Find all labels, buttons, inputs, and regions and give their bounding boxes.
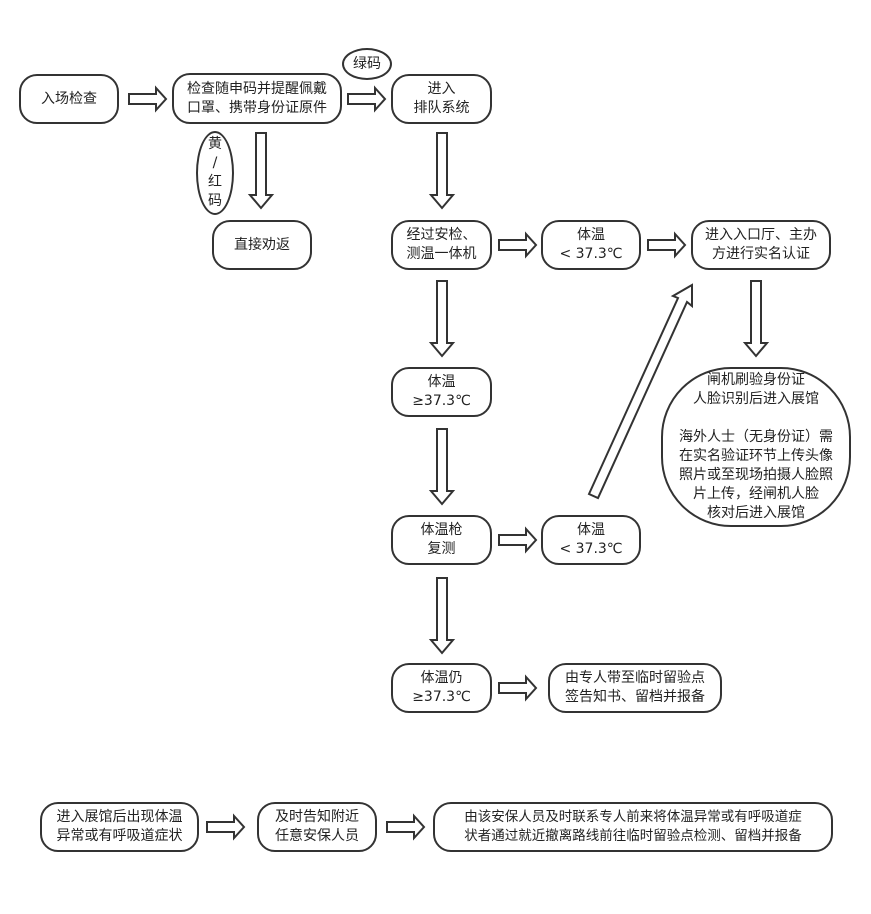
gate-overseas-line-4: 片上传，经闸机人脸 — [693, 486, 819, 502]
arrow-entry-to-check — [128, 85, 168, 113]
arrow-security-to-high — [428, 280, 456, 358]
symptom-line-1: 进入展馆后出现体温 — [56, 809, 183, 825]
enter-hall-line-1: 进入入口厅、主办 — [705, 227, 817, 243]
gate-overseas-line-3: 照片或至现场拍摄人脸照 — [679, 467, 833, 483]
entry-check-node: 入场检查 — [19, 74, 119, 124]
temp-normal-1-line-2: < 37.3℃ — [559, 246, 623, 262]
enter-queue-node: 进入 排队系统 — [391, 74, 492, 124]
escort-line-2: 签告知书、留档并报备 — [565, 689, 705, 705]
notify-line-1: 及时告知附近 — [275, 809, 359, 825]
gate-main-line-2: 人脸识别后进入展馆 — [693, 391, 819, 407]
check-code-line-2: 口罩、携带身份证原件 — [187, 99, 327, 116]
enter-hall-line-2: 方进行实名认证 — [712, 246, 810, 262]
arrow-retest-to-stillhigh — [428, 577, 456, 655]
retest-node: 体温枪 复测 — [391, 515, 492, 565]
temp-still-high-node: 体温仍 ≥37.3℃ — [391, 663, 492, 713]
handle-line-1: 由该安保人员及时联系专人前来将体温异常或有呼吸道症 — [464, 809, 802, 825]
arrow-normal-to-hall-diagonal — [587, 283, 693, 500]
retest-line-2: 复测 — [427, 541, 456, 557]
arrow-security-to-normal — [498, 231, 538, 259]
yellow-red-code-char-2: / — [212, 155, 218, 171]
temp-normal-2-line-2: < 37.3℃ — [559, 541, 623, 557]
temp-still-high-line-1: 体温仍 — [420, 670, 463, 686]
symptom-line-2: 异常或有呼吸道症状 — [56, 828, 183, 844]
handle-node: 由该安保人员及时联系专人前来将体温异常或有呼吸道症 状者通过就近撤离路线前往临时… — [433, 802, 833, 852]
security-temp-line-2: 测温一体机 — [406, 246, 477, 262]
gate-node: 闸机刷验身份证 人脸识别后进入展馆 海外人士（无身份证）需 在实名验证环节上传头… — [661, 367, 851, 527]
gate-overseas-line-1: 海外人士（无身份证）需 — [679, 429, 833, 445]
persuade-return-label: 直接劝返 — [234, 236, 290, 253]
check-code-line-1: 检查随申码并提醒佩戴 — [187, 80, 327, 97]
arrow-symptom-to-notify — [206, 813, 246, 841]
green-code-label-node: 绿码 — [342, 48, 392, 80]
arrow-queue-to-security — [428, 132, 456, 210]
retest-line-1: 体温枪 — [420, 522, 463, 538]
yellow-red-code-label-node: 黄 / 红 码 — [196, 131, 234, 215]
arrow-normal-to-hall — [647, 231, 687, 259]
yellow-red-code-char-1: 黄 — [208, 136, 222, 152]
temp-normal-1-node: 体温 < 37.3℃ — [541, 220, 641, 270]
check-code-node: 检查随申码并提醒佩戴 口罩、携带身份证原件 — [172, 73, 342, 124]
escort-line-1: 由专人带至临时留验点 — [565, 670, 705, 686]
temp-normal-2-node: 体温 < 37.3℃ — [541, 515, 641, 565]
persuade-return-node: 直接劝返 — [212, 220, 312, 270]
gate-main-line-1: 闸机刷验身份证 — [707, 372, 805, 388]
arrow-notify-to-handle — [386, 813, 426, 841]
temp-normal-1-line-1: 体温 — [577, 227, 605, 243]
temp-high-1-line-1: 体温 — [427, 374, 456, 390]
temp-high-1-node: 体温 ≥37.3℃ — [391, 367, 492, 417]
escort-node: 由专人带至临时留验点 签告知书、留档并报备 — [548, 663, 722, 713]
yellow-red-code-char-4: 码 — [208, 193, 222, 209]
entry-check-label: 入场检查 — [41, 90, 97, 107]
arrow-hall-to-gate — [742, 280, 770, 358]
yellow-red-code-char-3: 红 — [208, 174, 222, 190]
security-temp-node: 经过安检、 测温一体机 — [391, 220, 492, 270]
symptom-node: 进入展馆后出现体温 异常或有呼吸道症状 — [40, 802, 199, 852]
arrow-stillhigh-to-escort — [498, 674, 538, 702]
arrow-check-to-queue — [347, 85, 387, 113]
handle-line-2: 状者通过就近撤离路线前往临时留验点检测、留档并报备 — [464, 828, 802, 844]
arrow-check-to-return — [247, 132, 275, 210]
temp-normal-2-line-1: 体温 — [577, 522, 605, 538]
temp-high-1-line-2: ≥37.3℃ — [412, 393, 471, 409]
security-temp-line-1: 经过安检、 — [406, 227, 477, 243]
temp-still-high-line-2: ≥37.3℃ — [412, 689, 471, 705]
enter-queue-line-2: 排队系统 — [413, 100, 470, 116]
arrow-retest-to-normal — [498, 526, 538, 554]
green-code-label: 绿码 — [353, 55, 381, 72]
arrow-high-to-retest — [428, 428, 456, 506]
notify-node: 及时告知附近 任意安保人员 — [257, 802, 377, 852]
notify-line-2: 任意安保人员 — [275, 828, 359, 844]
enter-hall-node: 进入入口厅、主办 方进行实名认证 — [691, 220, 831, 270]
enter-queue-line-1: 进入 — [427, 81, 456, 97]
gate-overseas-line-5: 核对后进入展馆 — [707, 505, 805, 521]
gate-overseas-line-2: 在实名验证环节上传头像 — [679, 448, 833, 464]
